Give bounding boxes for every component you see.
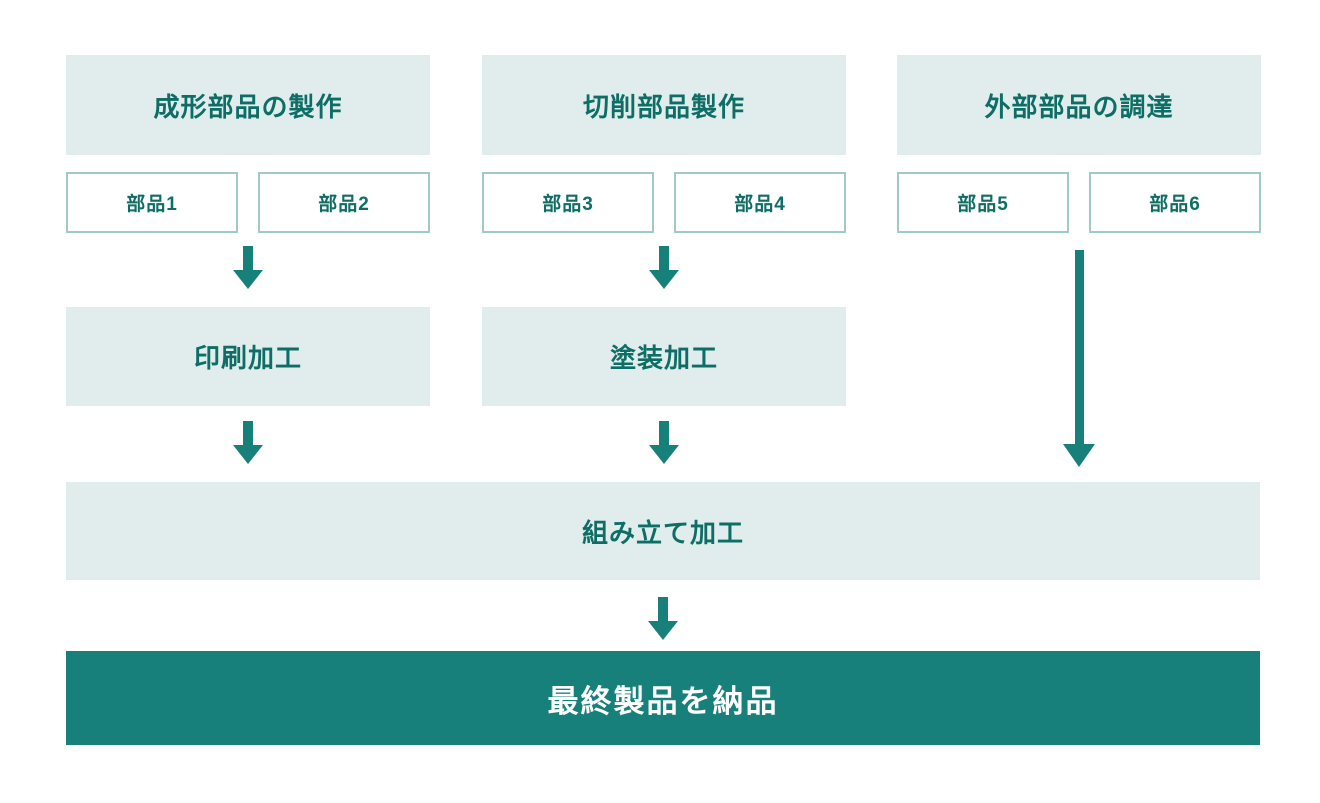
down-arrow-icon (649, 246, 679, 289)
part-box-5: 部品5 (897, 172, 1069, 233)
parts-row: 部品3 部品4 (482, 172, 846, 233)
final-delivery-box: 最終製品を納品 (66, 651, 1260, 745)
parts-row: 部品1 部品2 (66, 172, 430, 233)
column-molded-parts: 成形部品の製作 部品1 部品2 印刷加工 (66, 55, 430, 464)
down-arrow-icon (233, 421, 263, 464)
stage-header-machining: 切削部品製作 (482, 55, 846, 155)
column-external-parts: 外部部品の調達 部品5 部品6 (897, 55, 1261, 467)
down-arrow-icon (648, 597, 678, 640)
process-box-painting: 塗装加工 (482, 307, 846, 406)
part-box-3: 部品3 (482, 172, 654, 233)
process-box-printing: 印刷加工 (66, 307, 430, 406)
part-box-2: 部品2 (258, 172, 430, 233)
down-arrow-icon (649, 421, 679, 464)
part-box-4: 部品4 (674, 172, 846, 233)
part-box-6: 部品6 (1089, 172, 1261, 233)
column-machined-parts: 切削部品製作 部品3 部品4 塗装加工 (482, 55, 846, 464)
down-arrow-icon (233, 246, 263, 289)
parts-row: 部品5 部品6 (897, 172, 1261, 233)
down-arrow-long-icon (1063, 250, 1095, 467)
stage-header-procurement: 外部部品の調達 (897, 55, 1261, 155)
stage-header-molding: 成形部品の製作 (66, 55, 430, 155)
part-box-1: 部品1 (66, 172, 238, 233)
assembly-box: 組み立て加工 (66, 482, 1260, 580)
